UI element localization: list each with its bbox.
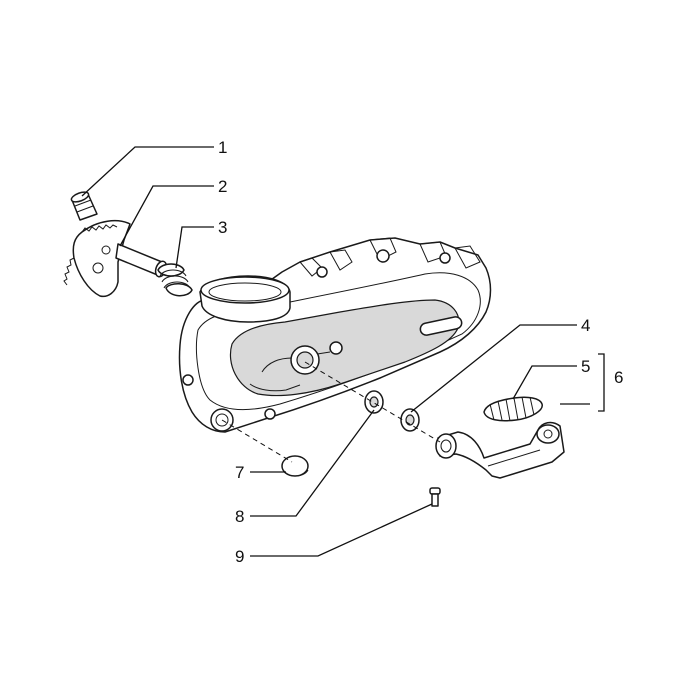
part-5-spring — [483, 396, 543, 422]
leader-line-3 — [175, 226, 214, 269]
part-9-bolt — [429, 487, 441, 507]
cap-axis — [221, 419, 293, 463]
part-8-seal — [364, 390, 384, 414]
callout-1: 1 — [218, 138, 227, 157]
leader-line-4 — [410, 324, 577, 413]
callout-6: 6 — [614, 368, 623, 387]
callout-7: 7 — [235, 463, 244, 482]
leader-line-8 — [250, 409, 375, 517]
leader-line-5 — [512, 365, 577, 400]
part-2-sector-gear — [63, 219, 168, 298]
callout-2: 2 — [218, 177, 227, 196]
leader-line-9 — [250, 503, 433, 557]
part-7-cap — [281, 455, 309, 477]
callout-3: 3 — [218, 218, 227, 237]
assembly-axis — [304, 361, 441, 443]
bracket-6 — [598, 353, 605, 412]
part-4-washer — [400, 408, 420, 432]
callout-4: 4 — [581, 316, 590, 335]
transmission-cover — [178, 237, 492, 433]
part-3-spring — [157, 263, 193, 297]
callout-8: 8 — [235, 507, 244, 526]
callout-9: 9 — [235, 547, 244, 566]
leader-line-1 — [81, 146, 214, 197]
leader-line-2 — [119, 185, 214, 247]
callout-5: 5 — [581, 357, 590, 376]
part-6-kick-lever — [435, 421, 565, 479]
